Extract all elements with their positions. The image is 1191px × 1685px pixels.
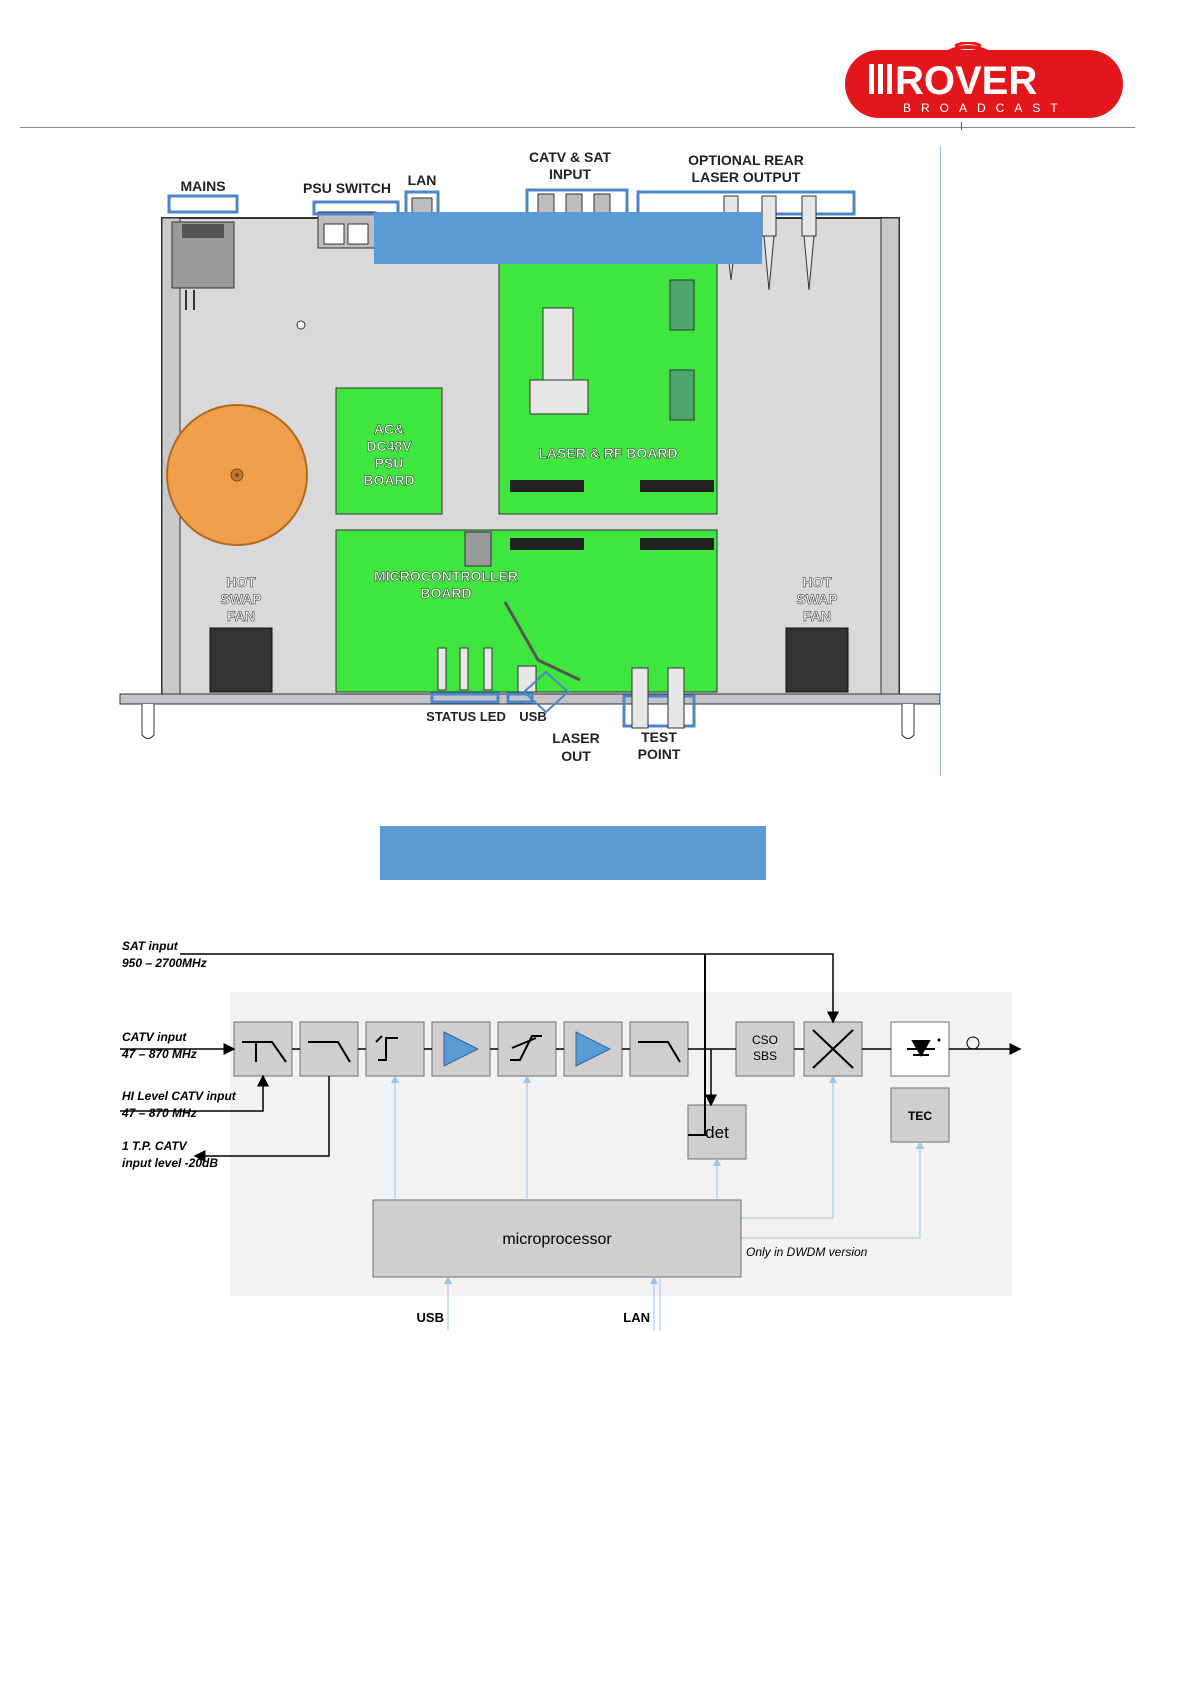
label-laser-rf-board: LASER & RF BOARD bbox=[538, 445, 677, 461]
label-hot-swap-right-3: FAN bbox=[803, 608, 831, 624]
label-hi-level-2: 47 – 870 MHz bbox=[121, 1106, 197, 1120]
figure-divider-line bbox=[940, 146, 941, 776]
logo-text: ROVER bbox=[895, 59, 1037, 103]
block-amp-1 bbox=[431, 1021, 491, 1077]
label-optional-rear-1: OPTIONAL REAR bbox=[688, 152, 804, 168]
label-psu-board-3: PSU bbox=[375, 455, 404, 471]
block-microprocessor bbox=[372, 1199, 742, 1278]
logo-subtext: BROADCAST bbox=[903, 101, 1068, 115]
label-laser-out-2: OUT bbox=[561, 748, 591, 764]
block-filter-1 bbox=[233, 1021, 293, 1077]
label-catv-input-2: 47 – 870 MHz bbox=[121, 1047, 197, 1061]
header-rule bbox=[20, 127, 1135, 128]
label-lan: LAN bbox=[408, 172, 437, 188]
label-psu-board-4: BOARD bbox=[363, 472, 414, 488]
label-catv-input-1: CATV input bbox=[122, 1030, 187, 1044]
label-catv-sat-2: INPUT bbox=[549, 166, 591, 182]
block-tilt bbox=[497, 1021, 557, 1077]
label-lan-port: LAN bbox=[623, 1310, 650, 1325]
label-hot-swap-right-1: HOT bbox=[802, 574, 832, 590]
label-laser-out-1: LASER bbox=[552, 730, 599, 746]
label-hot-swap-right-2: SWAP bbox=[796, 591, 837, 607]
label-tp-2: input level -20dB bbox=[122, 1156, 218, 1170]
block-filter-3 bbox=[629, 1021, 689, 1077]
label-hi-level-1: HI Level CATV input bbox=[122, 1089, 237, 1103]
label-test-point-2: POINT bbox=[638, 746, 681, 762]
label-micro-board-1: MICROCONTROLLER bbox=[374, 568, 518, 584]
label-psu-board-2: DC48V bbox=[366, 438, 412, 454]
label-status-led: STATUS LED bbox=[426, 709, 506, 724]
label-cso-2: SBS bbox=[753, 1049, 777, 1063]
label-catv-sat-1: CATV & SAT bbox=[529, 149, 611, 165]
block-cso bbox=[735, 1021, 795, 1077]
label-test-point-1: TEST bbox=[641, 729, 677, 745]
label-usb-port: USB bbox=[417, 1310, 444, 1325]
label-hot-swap-left-3: FAN bbox=[227, 608, 255, 624]
header-tick bbox=[961, 122, 962, 130]
label-tp-1: 1 T.P. CATV bbox=[122, 1139, 188, 1153]
label-microprocessor: microprocessor bbox=[502, 1231, 612, 1248]
chassis-top-view-diagram: MAINS PSU SWITCH LAN CATV & SAT INPUT OP… bbox=[119, 149, 941, 764]
label-hot-swap-left-1: HOT bbox=[226, 574, 256, 590]
label-optional-rear-2: LASER OUTPUT bbox=[692, 169, 801, 185]
label-det: det bbox=[705, 1123, 729, 1142]
label-psu-switch: PSU SWITCH bbox=[303, 180, 391, 196]
block-filter-2 bbox=[299, 1021, 359, 1077]
rover-broadcast-logo: ROVER BROADCAST bbox=[845, 42, 1123, 118]
block-diagram: CSO SBS TEC det microprocessor SA bbox=[120, 939, 1022, 1330]
block-attenuator bbox=[365, 1021, 425, 1077]
label-mains: MAINS bbox=[180, 178, 225, 194]
label-sat-input-2: 950 – 2700MHz bbox=[122, 956, 207, 970]
label-micro-board-2: BOARD bbox=[420, 585, 471, 601]
label-psu-board-1: AC& bbox=[374, 421, 404, 437]
label-sat-input-1: SAT input bbox=[122, 939, 179, 953]
label-cso-1: CSO bbox=[752, 1033, 778, 1047]
block-tec bbox=[890, 1087, 950, 1143]
label-tec: TEC bbox=[908, 1109, 932, 1123]
label-dwdm-note: Only in DWDM version bbox=[746, 1245, 868, 1259]
caption-bar-1 bbox=[374, 212, 762, 264]
caption-bar-2 bbox=[380, 826, 766, 880]
label-usb: USB bbox=[519, 709, 546, 724]
label-hot-swap-left-2: SWAP bbox=[220, 591, 261, 607]
